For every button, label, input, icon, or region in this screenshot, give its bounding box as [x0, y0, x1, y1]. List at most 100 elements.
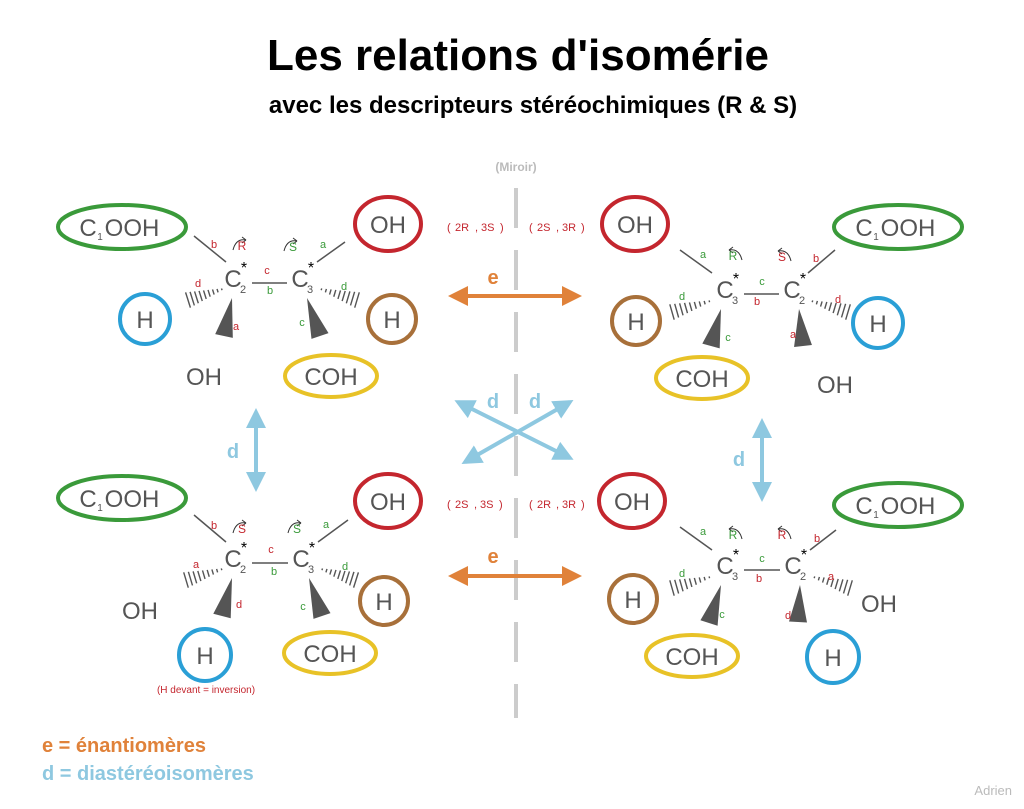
descriptor-S: S: [232, 519, 247, 536]
carbon-c3: C3*: [291, 260, 314, 296]
bond-letter-c: c: [725, 332, 731, 344]
h-group-label: H: [869, 311, 886, 338]
config-tr-c2: 2S: [537, 222, 550, 234]
oh-label: OH: [122, 598, 158, 625]
config-br-c2: 2R: [537, 499, 551, 511]
descriptor-arc: [728, 528, 743, 540]
carbon-symbol: C: [784, 553, 801, 580]
stereocenter-star: *: [241, 540, 247, 557]
cooh-index: 1: [873, 232, 879, 243]
h-group-label: H: [624, 587, 641, 614]
carbon-c3: C3*: [716, 547, 739, 583]
h-group: H: [805, 629, 861, 685]
h-group-label: H: [375, 589, 392, 616]
bond-letter-d: d: [342, 561, 348, 573]
wedge-bond-c2-oh: [794, 309, 812, 347]
carbon-symbol: C: [716, 553, 733, 580]
oh-group-label: OH: [617, 212, 653, 239]
carbon-c2: C2*: [224, 540, 247, 576]
h-group-label: H: [383, 307, 400, 334]
carbon-index: 3: [308, 564, 314, 576]
descriptor-S: S: [287, 519, 302, 536]
bond-letter-b: b: [271, 566, 277, 578]
bond-letter-d: d: [195, 278, 201, 290]
diastereo-label-diag-1: d: [487, 391, 499, 413]
descriptor-letter: R: [238, 239, 247, 253]
svg-text:,: ,: [556, 499, 559, 511]
config-bl-c3: 3S: [480, 499, 493, 511]
config-tl-c2: 2R: [455, 222, 469, 234]
coh-group-label: COH: [665, 644, 718, 671]
bond-letter-b: b: [756, 573, 762, 585]
stereocenter-star: *: [801, 547, 807, 564]
stereocenter-star: *: [308, 260, 314, 277]
wedge-bond-c3-coh: [702, 309, 721, 349]
descriptor-arc: [287, 522, 302, 534]
config-tl-c3: 3S: [481, 222, 494, 234]
coh-group-label: COH: [304, 364, 357, 391]
h-group-ellipse: [358, 575, 410, 627]
descriptor-R: R: [728, 525, 743, 542]
oh-group-ellipse: [353, 195, 423, 253]
coh-group-label: COH: [303, 641, 356, 668]
coh-group: COH: [654, 355, 750, 401]
descriptor-S: S: [777, 247, 792, 264]
bond-c2-cooh: [807, 249, 836, 274]
cooh-ellipse: [56, 474, 188, 522]
carbon-c2: C2*: [783, 271, 806, 307]
cooh-rest: OOH: [105, 486, 160, 513]
descriptor-arrowhead: [728, 525, 734, 533]
bond-letter-c: c: [759, 276, 765, 288]
wedge-bond-c2-h: [213, 578, 232, 619]
h-group-label: H: [136, 307, 153, 334]
carbon-c3: C3*: [716, 271, 739, 307]
coh-group-label: COH: [675, 366, 728, 393]
h-group-label: H: [196, 643, 213, 670]
carbon-index: 3: [732, 571, 738, 583]
bond-letter-a: a: [193, 559, 200, 571]
descriptor-S: S: [283, 237, 298, 254]
descriptor-arrowhead: [241, 236, 247, 244]
page-subtitle: avec les descripteurs stéréochimiques (R…: [269, 92, 797, 119]
bond-letter-d: d: [341, 281, 347, 293]
config-tl: (2R ,3S): [447, 222, 504, 234]
cooh-rest: OOH: [105, 215, 160, 242]
descriptor-arrowhead: [777, 525, 783, 533]
stereocenter-star: *: [241, 260, 247, 277]
author-signature: Adrien: [974, 783, 1012, 798]
hash-bond-c3-h: [320, 288, 360, 308]
svg-text:): ): [500, 222, 504, 234]
svg-text:(: (: [529, 499, 533, 511]
descriptor-letter: R: [729, 528, 738, 542]
hash-bond-c2-oh: [813, 576, 853, 596]
oh-group: OH: [353, 195, 423, 253]
svg-text:,: ,: [474, 499, 477, 511]
descriptor-arrowhead: [296, 519, 302, 527]
carbon-c3: C3*: [292, 540, 315, 576]
enantiomer-label-bottom: e: [487, 546, 498, 568]
descriptor-letter: R: [729, 249, 738, 263]
hash-bond-c2-h: [184, 288, 223, 308]
h-group-ellipse: [607, 573, 659, 625]
cooh-index: 1: [873, 510, 879, 521]
h-group-ellipse: [118, 292, 172, 346]
oh-label: OH: [817, 372, 853, 399]
h-group: H: [177, 627, 233, 683]
coh-group-ellipse: [283, 353, 379, 399]
bond-c3-oh: [679, 249, 713, 274]
config-br-c3: 3R: [562, 499, 576, 511]
bond-letter-d: d: [835, 294, 841, 306]
coh-group-ellipse: [654, 355, 750, 401]
carbon-symbol: C: [716, 277, 733, 304]
svg-text:(: (: [447, 499, 451, 511]
bond-letter-a: a: [790, 329, 797, 341]
hash-bond-c3-h: [321, 568, 360, 588]
wedge-bond-c3-coh: [307, 298, 329, 339]
oh-group-ellipse: [353, 472, 423, 530]
